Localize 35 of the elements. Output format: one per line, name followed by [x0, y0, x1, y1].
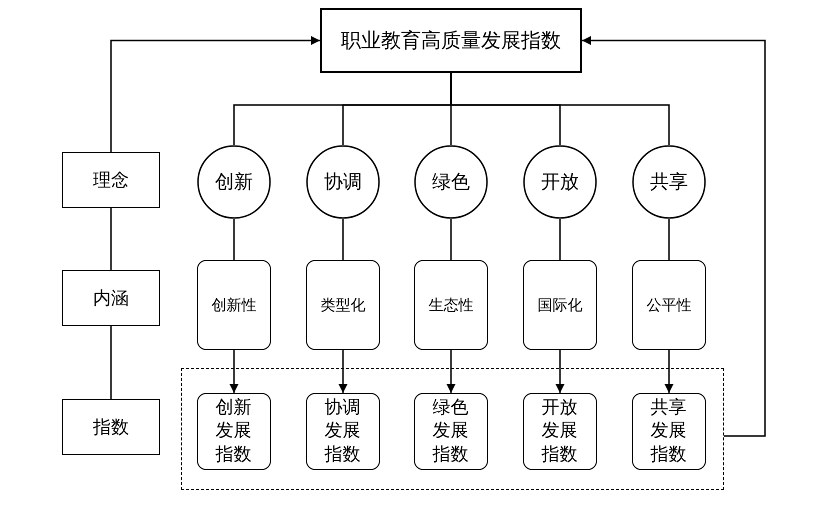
level-box: 内涵 — [62, 270, 160, 326]
connotation-box: 公平性 — [632, 260, 706, 350]
connector-line — [450, 219, 452, 260]
concept-circle: 绿色 — [414, 145, 488, 219]
arrow — [230, 350, 238, 393]
connector-line — [559, 219, 561, 260]
arrow — [582, 36, 766, 437]
index-box: 创新发展指数 — [196, 392, 270, 470]
index-box: 绿色发展指数 — [414, 392, 488, 470]
connotation-box: 生态性 — [414, 260, 488, 350]
concept-circle: 共享 — [632, 145, 706, 219]
connotation-box: 类型化 — [306, 260, 380, 350]
level-box: 理念 — [62, 152, 160, 208]
dashed-group-box — [181, 368, 724, 490]
level-box: 指数 — [62, 399, 160, 455]
arrow — [556, 350, 564, 393]
arrow — [110, 36, 320, 152]
arrow — [338, 350, 348, 393]
connector-line — [110, 208, 112, 270]
connector-line — [450, 73, 670, 145]
connotation-box: 国际化 — [523, 260, 597, 350]
concept-circle: 创新 — [197, 145, 271, 219]
index-box: 共享发展指数 — [632, 392, 706, 470]
arrow — [446, 350, 456, 393]
concept-circle: 协调 — [306, 145, 380, 219]
arrow — [664, 350, 674, 393]
concept-circle: 开放 — [523, 145, 597, 219]
connector-line — [233, 219, 235, 260]
connector-line — [342, 219, 344, 260]
title-box: 职业教育高质量发展指数 — [320, 8, 582, 73]
connector-line — [668, 219, 670, 260]
index-box: 协调发展指数 — [306, 392, 380, 470]
index-box: 开放发展指数 — [522, 392, 596, 470]
connector-line — [110, 326, 112, 399]
connotation-box: 创新性 — [197, 260, 271, 350]
